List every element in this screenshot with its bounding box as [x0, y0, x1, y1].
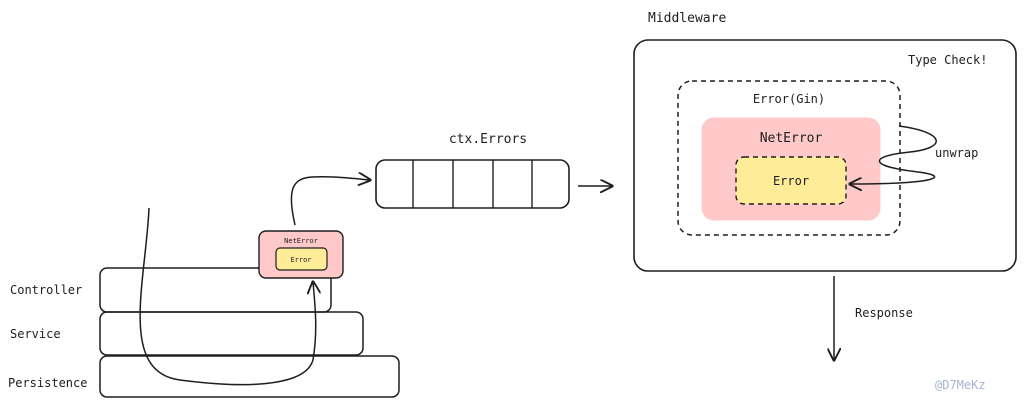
service-layer: [99, 311, 364, 356]
unwrap-label: unwrap: [935, 146, 978, 160]
service-label: Service: [10, 327, 61, 341]
persistence-label: Persistence: [8, 376, 87, 390]
error-gin-box: [677, 80, 901, 236]
watermark: @D7MeKz: [935, 378, 986, 392]
persistence-layer: [99, 355, 400, 398]
small-error-box: [275, 247, 328, 271]
unwrap-arrow: [850, 125, 937, 184]
error-gin-label: Error(Gin): [753, 92, 825, 106]
small-error-label: Error: [290, 256, 311, 264]
error-label: Error: [773, 174, 809, 188]
ctx-errors-label: ctx.Errors: [449, 132, 527, 147]
error-box: [735, 156, 847, 205]
error-flow-curve: [139, 207, 316, 386]
response-label: Response: [855, 306, 913, 320]
middleware-box: [633, 39, 1017, 272]
net-error-to-queue-arrow: [290, 177, 370, 226]
ctx-errors-queue: [375, 159, 570, 209]
middleware-title: Middleware: [648, 11, 726, 26]
small-net-error-label: NetError: [284, 237, 318, 245]
type-check-label: Type Check!: [908, 53, 987, 67]
net-error-label: NetError: [760, 131, 823, 146]
controller-label: Controller: [10, 283, 82, 297]
ctx-errors-queue-frame: [375, 159, 570, 209]
